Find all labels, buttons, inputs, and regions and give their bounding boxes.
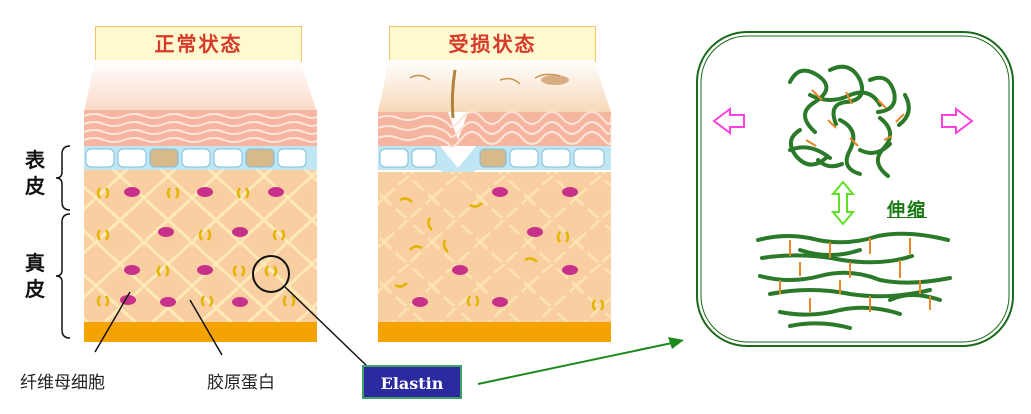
age-spot [541,75,569,85]
elastin-panel-border [696,31,1014,347]
elastin-leader [284,286,369,368]
elastin-label-box: Elastin [362,365,462,399]
epidermis-brace [55,145,71,211]
damaged-skin-block [377,60,613,342]
damaged-basal-cells [379,148,605,168]
damaged-surface-haze [378,60,611,112]
damaged-base-layer [378,322,611,342]
elastin-panel [696,31,1014,347]
dermis-label-text: 真 皮 [25,251,45,301]
damaged-elastin-fragments [394,197,605,311]
stretched-elastin-fibers [756,231,952,330]
elastin-highlight-circle [252,255,290,293]
epidermis-label-text: 表 皮 [25,148,45,198]
stretch-double-arrow [830,180,856,226]
damaged-fibroblasts [412,187,578,307]
normal-basal-cells [85,148,307,168]
collagen-caption: 胶原蛋白 [207,373,275,393]
damaged-stratum-lines [377,111,613,148]
fibroblast-caption: 纤维母细胞 [20,373,105,393]
collagen-leader [189,299,223,356]
left-stretch-arrow [712,107,745,135]
elastin-panel-inner-border [700,35,1010,343]
relaxed-crosslinks [805,89,905,147]
wrinkle-crease [450,69,457,119]
right-stretch-arrow [941,107,974,135]
normal-state-title: 正常状态 [95,26,302,62]
zoom-arrow-head [668,337,684,349]
normal-elastin-nodes [96,187,296,307]
normal-base-layer [84,322,317,342]
dermis-label: 真 皮 [22,250,48,302]
fibroblast-leader [94,291,131,353]
stretched-crosslinks [779,238,931,312]
zoom-arrow-line [477,342,673,385]
epidermis-label: 表 皮 [22,147,48,199]
stretch-label: 伸缩 [887,200,927,221]
normal-skin-block [83,60,318,342]
normal-surface-haze [84,60,317,112]
normal-stratum-lines [83,113,318,143]
dermis-brace [55,213,71,339]
